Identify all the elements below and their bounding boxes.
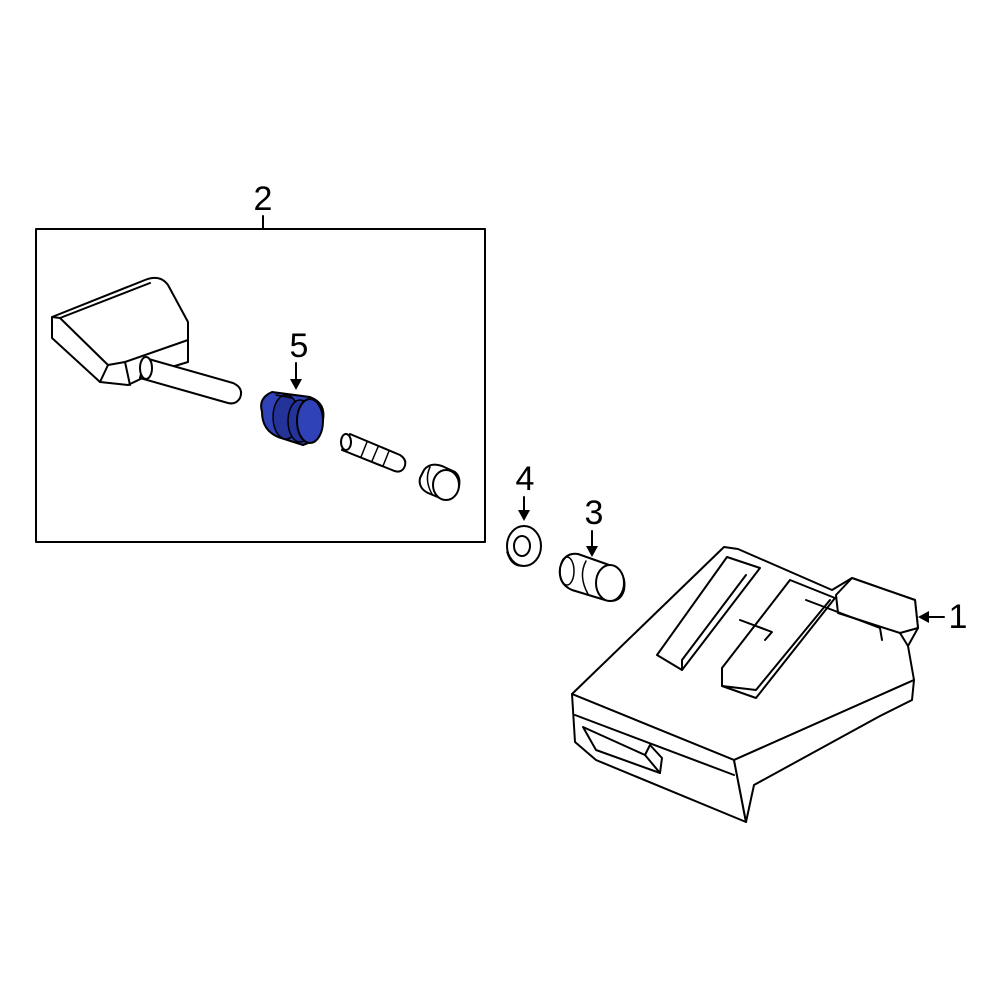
callout-1-arrow [918,611,929,623]
tpms-module-icon[interactable] [571,546,919,823]
callout-3-arrow [586,546,598,557]
tpms-sensor-icon[interactable] [51,276,243,405]
kit-box [35,228,486,543]
callout-2-label: 2 [254,180,273,218]
callout-1[interactable]: 1 [918,598,967,636]
valve-core-icon[interactable] [340,433,407,473]
valve-nut-icon[interactable] [558,552,626,602]
callout-3[interactable]: 3 [585,494,604,557]
valve-cap-icon[interactable] [418,463,461,501]
valve-grommet-icon[interactable] [260,391,325,446]
washer-icon[interactable] [506,525,542,567]
callout-5[interactable]: 5 [290,327,309,390]
callout-4[interactable]: 4 [516,460,535,521]
callout-3-label: 3 [585,494,604,532]
callout-5-arrow [290,379,302,390]
callout-2[interactable]: 2 [254,180,273,230]
callout-4-label: 4 [516,460,535,498]
callout-1-label: 1 [949,598,968,636]
callout-4-arrow [518,510,530,521]
callout-5-label: 5 [290,327,309,365]
